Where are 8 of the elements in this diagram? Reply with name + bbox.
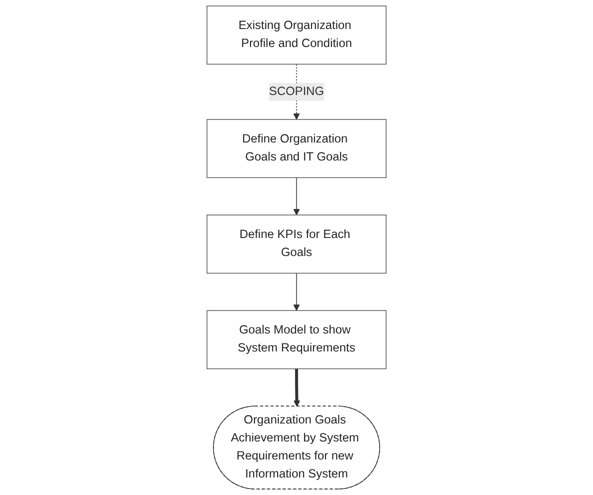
arrow	[293, 368, 300, 407]
arrow	[293, 272, 300, 311]
node-box: Existing Organization Profile and Condition	[206, 6, 386, 65]
arrow	[293, 177, 300, 216]
node-box: Define Organization Goals and IT Goals	[206, 119, 386, 178]
node-box: Define KPIs for Each Goals	[206, 214, 386, 274]
edge-label: SCOPING	[268, 85, 324, 98]
node-box: Goals Model to show System Requirements	[206, 310, 386, 370]
